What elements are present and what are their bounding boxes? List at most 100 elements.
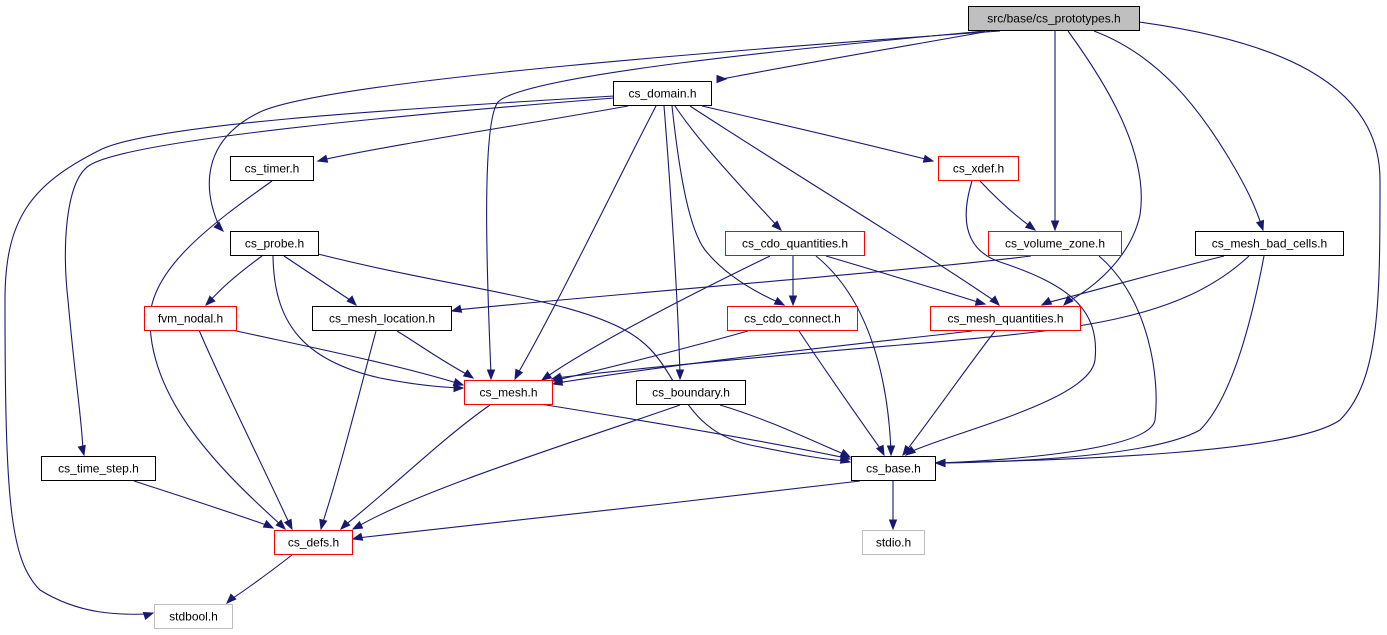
edge-line <box>939 255 1265 464</box>
node-cs-base[interactable]: cs_base.h <box>851 456 936 481</box>
edge-cs_probe-to-cs_mesh <box>272 255 465 393</box>
edge-cs_base-to-stdio <box>888 480 898 531</box>
edge-line <box>198 329 291 526</box>
node-cs-cdo-quantities[interactable]: cs_cdo_quantities.h <box>725 231 865 256</box>
edge-cs_domain-to-cs_mesh_quantities <box>689 105 1000 306</box>
node-cs-mesh-quantities[interactable]: cs_mesh_quantities.h <box>930 306 1081 331</box>
node-cs-defs[interactable]: cs_defs.h <box>274 530 353 555</box>
node-box[interactable] <box>312 306 452 331</box>
node-label: cs_time_step.h <box>58 462 139 476</box>
edge-line <box>663 105 681 376</box>
edge-line <box>556 330 973 384</box>
arrowhead <box>351 532 364 541</box>
node-box[interactable] <box>862 530 925 555</box>
node-box[interactable] <box>1195 231 1344 256</box>
node-box[interactable] <box>230 231 319 256</box>
edge-root-to-cs_probe <box>208 30 1001 232</box>
arrowhead <box>486 369 496 381</box>
node-box[interactable] <box>464 380 553 405</box>
arrowhead <box>262 519 275 529</box>
node-box[interactable] <box>930 306 1081 331</box>
node-box[interactable] <box>230 156 314 181</box>
edge-line <box>555 255 1250 379</box>
node-box[interactable] <box>274 530 353 555</box>
node-cs-mesh[interactable]: cs_mesh.h <box>464 380 553 405</box>
node-cs-cdo-connect[interactable]: cs_cdo_connect.h <box>727 306 858 331</box>
node-box[interactable] <box>968 6 1140 31</box>
arrowhead <box>205 295 216 306</box>
edge-line <box>701 105 930 161</box>
edge-line <box>317 253 847 462</box>
edge-cs_volume_zone-to-cs_mesh_location <box>450 255 1032 313</box>
node-cs-xdef[interactable]: cs_xdef.h <box>938 156 1019 181</box>
edge-cs_probe-to-fvm_nodal <box>205 255 263 306</box>
edge-cs_domain-to-cs_mesh <box>514 105 657 381</box>
arrowhead <box>551 377 564 386</box>
edge-line <box>283 255 354 303</box>
arrowhead <box>773 296 786 306</box>
node-label: cs_volume_zone.h <box>1005 237 1105 251</box>
node-cs-probe[interactable]: cs_probe.h <box>230 231 319 256</box>
node-box[interactable] <box>988 231 1122 256</box>
node-box[interactable] <box>144 306 237 331</box>
node-label: cs_mesh_quantities.h <box>947 312 1063 326</box>
edge-line <box>909 180 1097 453</box>
node-box[interactable] <box>851 456 936 481</box>
arrowhead <box>283 518 293 531</box>
node-label: cs_defs.h <box>288 536 339 550</box>
arrowhead <box>1255 219 1265 232</box>
edge-cs_domain-to-cs_timer <box>316 105 629 163</box>
node-box[interactable] <box>154 604 233 629</box>
node-stdio[interactable]: stdio.h <box>862 530 925 555</box>
node-box[interactable] <box>41 456 156 481</box>
node-label: cs_mesh_location.h <box>329 312 435 326</box>
edge-root-to-cs_mesh <box>486 30 986 381</box>
node-fvm-nodal[interactable]: fvm_nodal.h <box>144 306 237 331</box>
nodes-layer: src/base/cs_prototypes.h cs_domain.h cs_ti… <box>41 6 1344 629</box>
node-cs-boundary[interactable]: cs_boundary.h <box>636 380 746 405</box>
edge-cs_mesh-to-cs_defs <box>340 404 491 530</box>
node-root[interactable]: src/base/cs_prototypes.h <box>968 6 1140 31</box>
node-cs-mesh-bad-cells[interactable]: cs_mesh_bad_cells.h <box>1195 231 1344 256</box>
edge-line <box>486 30 986 376</box>
node-label: cs_base.h <box>866 462 921 476</box>
edge-line <box>208 30 1001 229</box>
node-box[interactable] <box>938 156 1019 181</box>
node-cs-volume-zone[interactable]: cs_volume_zone.h <box>988 231 1122 256</box>
node-box[interactable] <box>636 380 746 405</box>
arrowhead <box>989 295 1000 306</box>
arrowhead <box>340 519 351 530</box>
node-box[interactable] <box>727 306 858 331</box>
arrowhead <box>462 369 475 379</box>
edge-line <box>516 105 657 376</box>
edge-line <box>1045 255 1225 304</box>
edge-root-to-cs_volume_zone <box>1050 30 1060 232</box>
node-cs-time-step[interactable]: cs_time_step.h <box>41 456 156 481</box>
node-cs-domain[interactable]: cs_domain.h <box>613 81 712 106</box>
edge-line <box>1093 30 1263 228</box>
node-box[interactable] <box>613 81 712 106</box>
node-cs-timer[interactable]: cs_timer.h <box>230 156 314 181</box>
edge-cs_cdo_quantities-to-cs_mesh <box>540 255 771 381</box>
edge-cs_xdef-to-cs_volume_zone <box>979 180 1037 231</box>
arrowhead <box>875 444 885 457</box>
edge-cs_cdo_quantities-to-cs_cdo_connect <box>788 256 798 307</box>
arrowhead <box>902 444 913 457</box>
node-stdbool[interactable]: stdbool.h <box>154 604 233 629</box>
node-box[interactable] <box>725 231 865 256</box>
arrowhead <box>213 221 224 232</box>
node-label: cs_timer.h <box>245 162 300 176</box>
node-label: src/base/cs_prototypes.h <box>987 12 1120 26</box>
edges-layer <box>4 21 1381 621</box>
node-label: cs_xdef.h <box>953 162 1004 176</box>
arrowhead <box>514 368 524 381</box>
arrowhead <box>1063 295 1074 306</box>
arrowhead <box>226 593 237 604</box>
edge-line <box>815 255 892 452</box>
arrowhead <box>452 377 465 387</box>
edge-cs_domain-to-cs_xdef <box>701 105 935 163</box>
edge-line <box>939 255 1157 464</box>
arrowhead <box>450 304 463 313</box>
node-cs-mesh-location[interactable]: cs_mesh_location.h <box>312 306 452 331</box>
arrowhead <box>77 444 86 457</box>
